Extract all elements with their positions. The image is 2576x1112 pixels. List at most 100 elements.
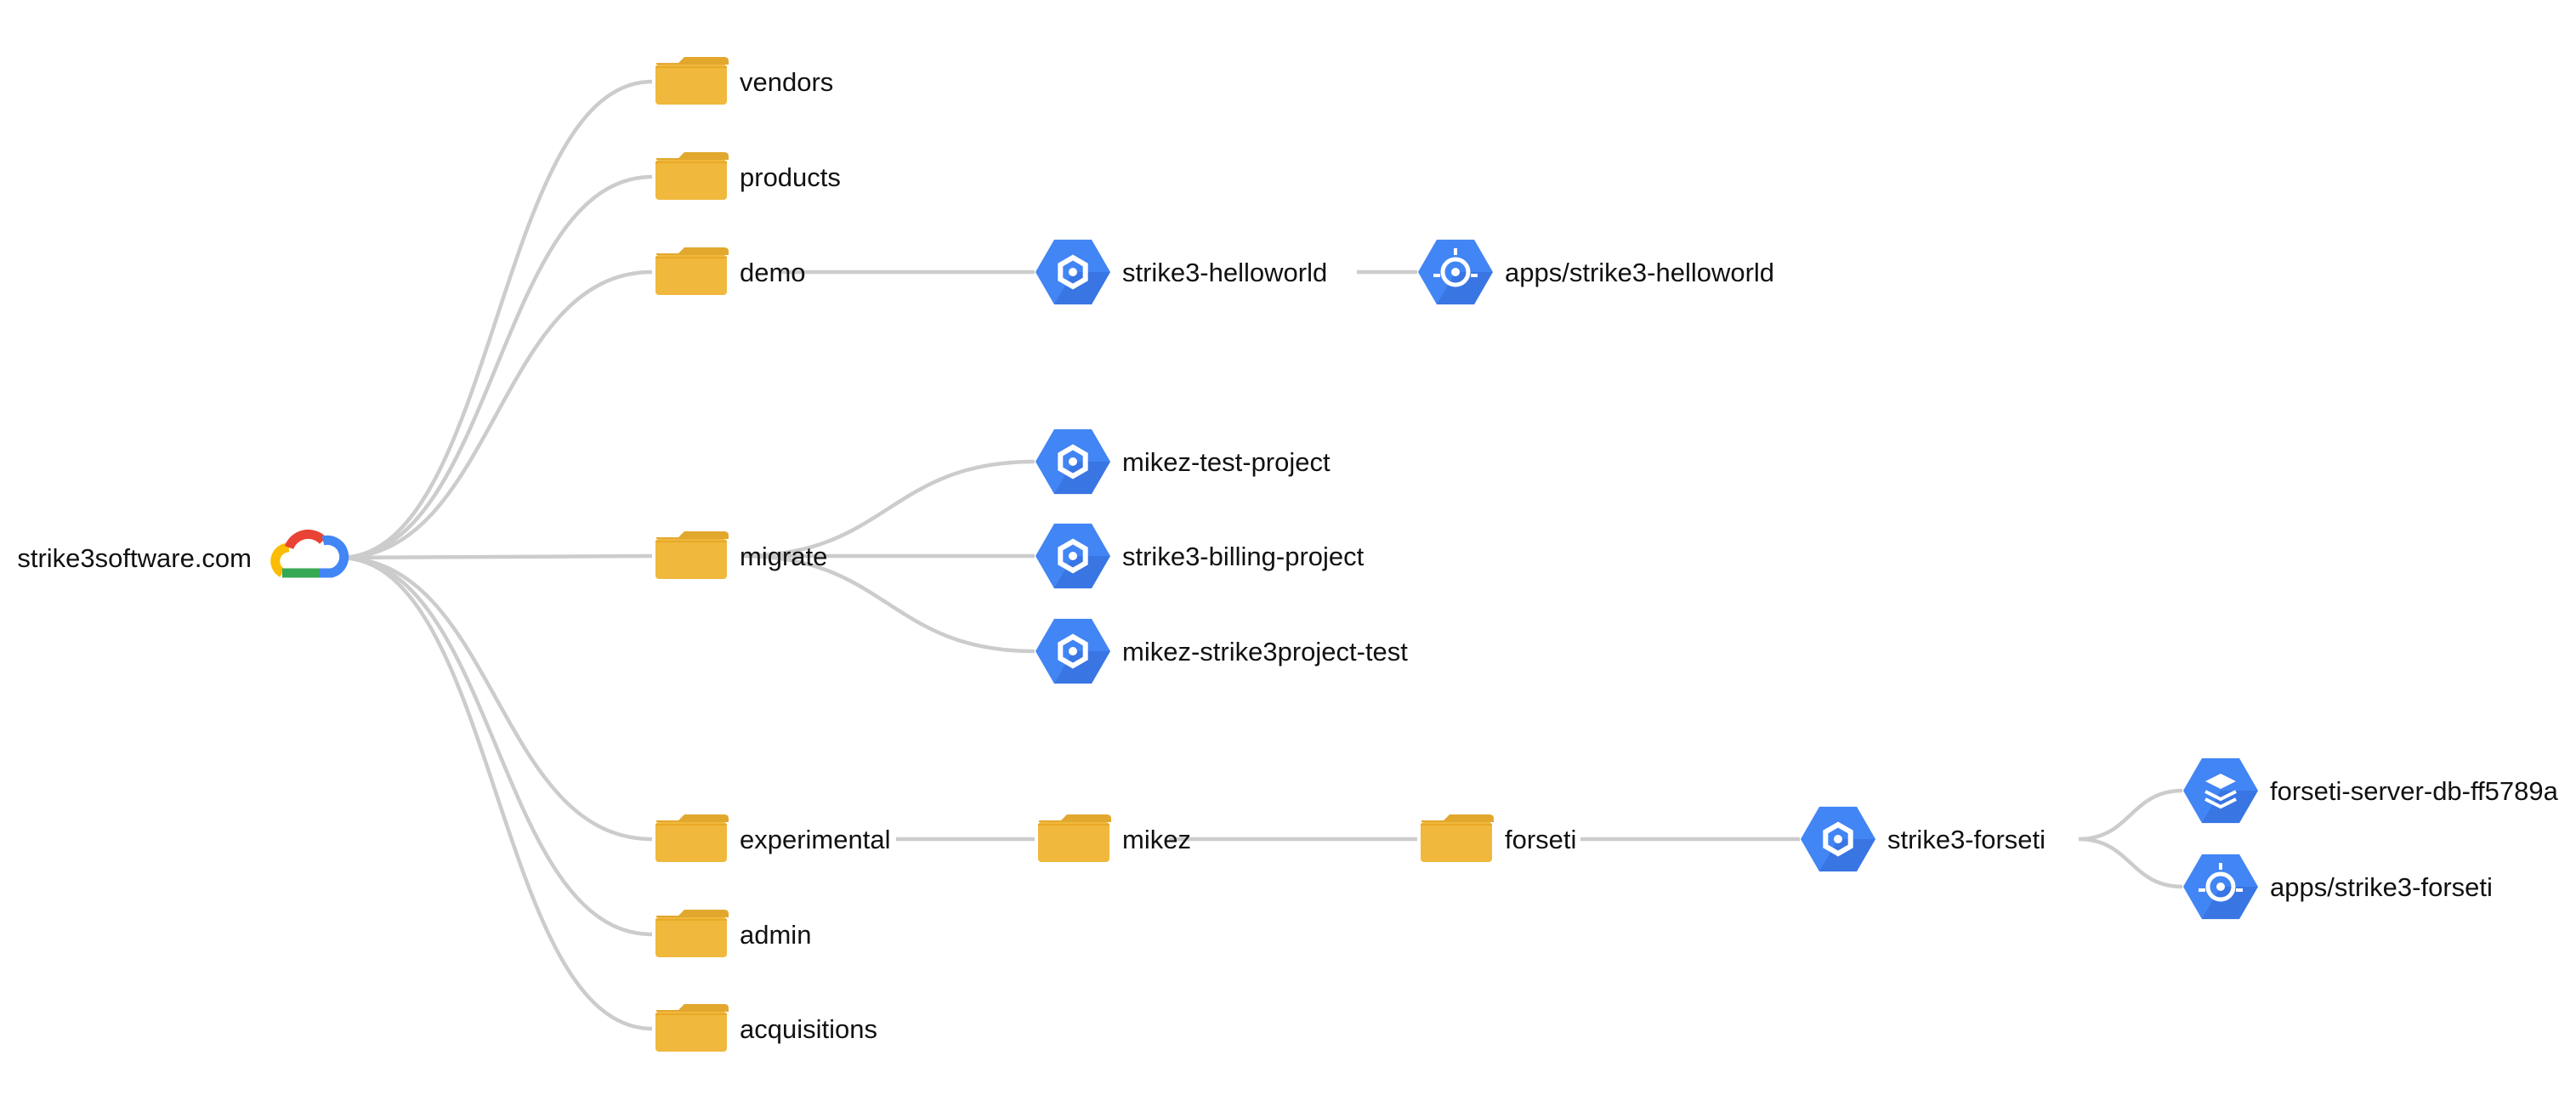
tree-edge xyxy=(740,553,1036,654)
project-glyph-dot xyxy=(1069,457,1077,466)
folder-tab-shape xyxy=(1421,814,1494,822)
project-glyph-dot xyxy=(1069,647,1077,655)
project-glyph-dot xyxy=(1069,552,1077,560)
node-label: forseti xyxy=(1505,825,1576,854)
folder-tab-shape xyxy=(656,247,729,255)
node-label: strike3-forseti xyxy=(1887,825,2045,854)
node-label: experimental xyxy=(740,825,890,854)
hexagon-shade xyxy=(1054,272,1110,304)
tree-node-acquisitions[interactable]: acquisitions xyxy=(655,1004,877,1052)
tree-edge xyxy=(339,555,653,937)
cloud-sql-icon xyxy=(2183,757,2258,824)
tree-node-admin[interactable]: admin xyxy=(655,910,811,957)
node-label: mikez-strike3project-test xyxy=(1122,637,1408,667)
gcp-project-icon xyxy=(1801,806,1875,872)
node-label: products xyxy=(740,162,841,192)
tree-node-mikez[interactable]: mikez xyxy=(1038,814,1191,862)
tree-node-forseti[interactable]: forseti xyxy=(1421,814,1576,862)
tree-node-demo[interactable]: demo xyxy=(655,247,806,295)
node-label: forseti-server-db-ff5789a xyxy=(2270,776,2559,806)
tree-root[interactable]: strike3software.com xyxy=(17,529,349,578)
tree-edge xyxy=(339,555,653,842)
app-engine-dot xyxy=(1451,268,1460,276)
tree-node-apps-strike3-forseti[interactable]: apps/strike3-forseti xyxy=(2183,854,2493,920)
node-label: demo xyxy=(740,258,806,287)
folder-body-shape xyxy=(655,160,727,200)
folder-body-shape xyxy=(655,917,727,957)
folder-tab-shape xyxy=(1039,814,1111,822)
google-cloud-logo-icon xyxy=(270,529,349,578)
tree-edges xyxy=(339,79,2183,1031)
tree-node-strike3-helloworld[interactable]: strike3-helloworld xyxy=(1036,239,1327,305)
tree-node-vendors[interactable]: vendors xyxy=(655,57,833,105)
hexagon-shade xyxy=(2202,887,2258,919)
project-glyph xyxy=(1823,821,1853,857)
project-glyph xyxy=(1058,633,1088,669)
folder-tab-shape xyxy=(656,910,729,917)
folder-body-shape xyxy=(655,822,727,862)
tree-edge xyxy=(2078,837,2183,889)
app-engine-icon xyxy=(1418,239,1493,305)
tree-node-products[interactable]: products xyxy=(655,152,841,200)
tree-edge xyxy=(740,459,1036,559)
hexagon-shade xyxy=(1054,651,1110,684)
app-engine-dot xyxy=(2216,882,2225,891)
tree-node-strike3-forseti[interactable]: strike3-forseti xyxy=(1801,806,2045,872)
node-label: mikez-test-project xyxy=(1122,447,1331,477)
tree-node-apps-strike3-helloworld[interactable]: apps/strike3-helloworld xyxy=(1418,239,1774,305)
tree-edge xyxy=(339,174,653,560)
hexagon-shade xyxy=(1819,839,1875,871)
tree-edge xyxy=(339,555,653,1031)
hexagon-shade xyxy=(1054,556,1110,588)
app-engine-ticks xyxy=(2199,863,2243,892)
node-label: migrate xyxy=(740,542,827,571)
tree-node-mikez-test-project[interactable]: mikez-test-project xyxy=(1036,428,1331,495)
tree-edge xyxy=(339,79,653,560)
folder-icon xyxy=(655,247,729,295)
node-label: apps/strike3-helloworld xyxy=(1505,258,1774,287)
app-engine-ring xyxy=(2205,871,2236,902)
tree-node-forseti-server-db-ff5789a[interactable]: forseti-server-db-ff5789a xyxy=(2183,757,2559,824)
folder-body-shape xyxy=(655,65,727,105)
tree-node-mikez-strike3project-test[interactable]: mikez-strike3project-test xyxy=(1036,618,1408,684)
folder-tab-shape xyxy=(656,814,729,822)
project-glyph xyxy=(1058,444,1088,479)
folder-tab-shape xyxy=(656,57,729,65)
node-label: vendors xyxy=(740,67,833,97)
app-engine-ticks xyxy=(1433,248,1478,277)
folder-icon xyxy=(655,1004,729,1052)
project-glyph-dot xyxy=(1834,835,1842,843)
node-label: strike3-billing-project xyxy=(1122,542,1365,571)
node-label: strike3-helloworld xyxy=(1122,258,1327,287)
gcp-project-icon xyxy=(1036,618,1110,684)
node-label: admin xyxy=(740,920,811,950)
folder-icon xyxy=(1421,814,1494,862)
tree-node-strike3-billing-project[interactable]: strike3-billing-project xyxy=(1036,523,1365,589)
sql-layer-lines xyxy=(2204,790,2237,809)
tree-node-migrate[interactable]: migrate xyxy=(655,531,827,579)
project-glyph xyxy=(1058,254,1088,290)
gcp-project-icon xyxy=(1036,523,1110,589)
tree-edge xyxy=(339,553,653,560)
folder-icon xyxy=(655,152,729,200)
folder-tab-shape xyxy=(656,531,729,539)
cloud-red xyxy=(284,529,327,550)
root-label: strike3software.com xyxy=(17,543,252,573)
folder-icon xyxy=(655,910,729,957)
folder-icon xyxy=(1038,814,1111,862)
gcp-project-icon xyxy=(1036,239,1110,305)
folder-icon xyxy=(655,531,729,579)
folder-body-shape xyxy=(1038,822,1109,862)
tree-node-experimental[interactable]: experimental xyxy=(655,814,890,862)
node-label: apps/strike3-forseti xyxy=(2270,872,2493,902)
app-engine-ring xyxy=(1440,257,1471,287)
hexagon-shade xyxy=(2202,791,2258,823)
folder-icon xyxy=(655,57,729,105)
tree-edge xyxy=(2078,788,2183,842)
folder-tab-shape xyxy=(656,152,729,160)
folder-body-shape xyxy=(655,539,727,579)
hexagon-shade xyxy=(1054,462,1110,494)
sql-layer-top xyxy=(2205,774,2236,789)
folder-body-shape xyxy=(1421,822,1492,862)
